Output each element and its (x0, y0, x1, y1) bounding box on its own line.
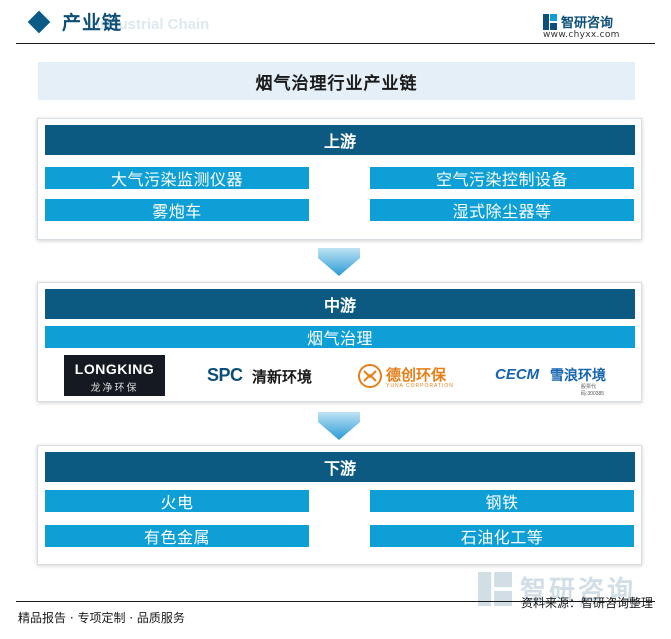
upstream-item: 空气污染控制设备 (370, 167, 634, 189)
longking-logo: LONGKING 龙净环保 (64, 355, 165, 396)
midstream-item: 烟气治理 (45, 326, 635, 348)
dechuang-logo: 德创环保 YUNA CORPORATION (358, 364, 468, 392)
down-arrow-icon (318, 248, 360, 276)
downstream-header: 下游 (45, 452, 635, 482)
watermark-logo-icon (478, 572, 512, 606)
upstream-item: 大气污染监测仪器 (45, 167, 309, 189)
downstream-item: 钢铁 (370, 490, 634, 512)
footer-tagline: 精品报告 · 专项定制 · 品质服务 (18, 611, 185, 625)
header: Industrial Chain 产业链 智研咨询 www.chyxx.com (0, 0, 671, 46)
source-note: 资料来源：智研咨询整理 (520, 596, 653, 610)
footer-divider (16, 601, 655, 602)
cecm-logo-cn: 雪浪环境 (550, 368, 606, 384)
diamond-icon (27, 10, 51, 34)
cecm-logo-mark: CECM (495, 366, 540, 383)
spc-logo-mark: SPC (207, 365, 243, 385)
downstream-item: 有色金属 (45, 525, 309, 547)
page-title: 烟气治理行业产业链 (255, 73, 418, 94)
brand-name: 智研咨询 (561, 16, 614, 31)
upstream-header: 上游 (45, 125, 635, 155)
longking-logo-cn: 龙净环保 (90, 383, 139, 394)
spc-logo-cn: 清新环境 (252, 368, 313, 386)
header-subtitle: Industrial Chain (96, 16, 210, 33)
midstream-header: 中游 (45, 289, 635, 319)
dechuang-logo-cn: 德创环保 (386, 366, 447, 384)
cecm-logo: CECM 雪浪环境 股票代码:300385 (495, 365, 615, 397)
title-band: 烟气治理行业产业链 (38, 62, 635, 100)
header-divider (16, 43, 655, 44)
header-title: 产业链 (62, 12, 123, 34)
upstream-item: 湿式除尘器等 (370, 199, 634, 221)
downstream-item: 石油化工等 (370, 525, 634, 547)
spc-logo: SPC 清新环境 (207, 365, 327, 389)
watermark-url: www.chyxx.com (520, 598, 645, 608)
brand-url: www.chyxx.com (543, 30, 620, 40)
longking-logo-en: LONGKING (74, 361, 155, 377)
upstream-item: 雾炮车 (45, 199, 309, 221)
cecm-logo-code: 股票代码:300385 (581, 384, 605, 397)
brand-logo-icon (543, 14, 557, 30)
dechuang-logo-icon (358, 364, 382, 388)
brand[interactable]: 智研咨询 www.chyxx.com (543, 12, 653, 42)
upstream-panel: 上游 大气污染监测仪器 空气污染控制设备 雾炮车 湿式除尘器等 (37, 118, 642, 240)
down-arrow-icon (318, 412, 360, 440)
dechuang-logo-en: YUNA CORPORATION (386, 383, 454, 389)
downstream-item: 火电 (45, 490, 309, 512)
downstream-panel: 下游 火电 钢铁 有色金属 石油化工等 (37, 445, 642, 565)
